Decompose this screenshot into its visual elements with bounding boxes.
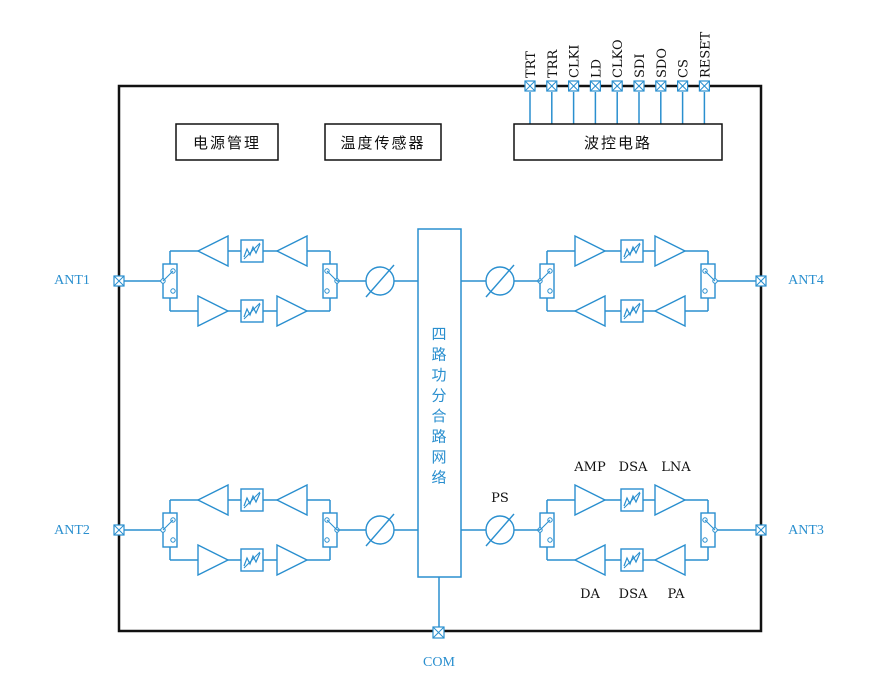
- amplifier-icon: [653, 294, 686, 328]
- switch-icon: [160, 512, 178, 548]
- combiner-char: 分: [431, 387, 446, 405]
- pa-annotation: PA: [668, 587, 686, 602]
- ant3-label: ANT3: [788, 523, 824, 538]
- attenuator-icon: [620, 299, 644, 323]
- switch-icon: [700, 512, 718, 548]
- lna-annotation: LNA: [661, 460, 691, 475]
- phase-shifter-icon: [485, 513, 515, 547]
- pin-label-clki: CLKI: [568, 45, 583, 78]
- attenuator-icon: [620, 488, 644, 512]
- pin-label-sdo: SDO: [655, 48, 670, 78]
- temperature-sensor-label: 温度传感器: [340, 134, 425, 152]
- pin-x-icon: [633, 80, 645, 92]
- dsa-top-annotation: DSA: [619, 460, 648, 475]
- temperature-sensor-block: [324, 123, 442, 161]
- combiner-char: 络: [431, 469, 446, 487]
- pin-x-icon: [524, 80, 536, 92]
- amplifier-icon: [654, 234, 687, 268]
- antenna-port-icon: [755, 275, 767, 287]
- attenuator-icon: [240, 488, 264, 512]
- combiner-char: 合: [431, 407, 446, 425]
- com-pin-icon: [432, 626, 445, 639]
- amplifier-icon: [654, 483, 687, 517]
- pin-label-ld: LD: [589, 59, 604, 78]
- amplifier-icon: [197, 543, 230, 577]
- amplifier-icon: [197, 294, 230, 328]
- tr-channels: [113, 234, 767, 577]
- combiner-char: 路: [431, 428, 446, 446]
- switch-icon: [322, 512, 340, 548]
- ant2-label: ANT2: [54, 523, 90, 538]
- switch-icon: [160, 263, 178, 299]
- switch-icon: [700, 263, 718, 299]
- pin-label-trt: TRT: [524, 51, 539, 78]
- antenna-port-icon: [113, 524, 125, 536]
- antenna-port-icon: [755, 524, 767, 536]
- switch-icon: [537, 512, 555, 548]
- amplifier-icon: [275, 483, 308, 517]
- pin-x-icon: [698, 80, 711, 92]
- antenna-port-icon: [113, 275, 125, 287]
- beam-control-label: 波控电路: [584, 134, 652, 152]
- channel-ant2: [113, 483, 418, 577]
- pin-label-sdi: SDI: [633, 54, 648, 78]
- channel-ant1: [113, 234, 418, 328]
- pin-label-clko: CLKO: [611, 39, 626, 78]
- amplifier-icon: [196, 234, 229, 268]
- amplifier-icon: [573, 543, 606, 577]
- beam-control-block: [513, 123, 723, 161]
- power-management-label: 电源管理: [193, 134, 261, 152]
- channel-ant4: [461, 234, 767, 328]
- ant4-label: ANT4: [788, 273, 824, 288]
- ps-annotation: PS: [491, 491, 509, 506]
- pin-label-trr: TRR: [546, 49, 561, 78]
- combiner-char: 网: [431, 448, 446, 466]
- pin-label-reset: RESET: [698, 31, 713, 78]
- amplifier-icon: [276, 294, 309, 328]
- pin-x-icon: [655, 80, 667, 92]
- channel-ant3: [461, 483, 767, 577]
- control-pins: TRT TRR CLKI LD CLKO SDI SDO CS RESET: [524, 31, 713, 124]
- amplifier-icon: [574, 483, 607, 517]
- amplifier-icon: [276, 543, 309, 577]
- pin-x-icon: [676, 80, 689, 92]
- phase-shifter-icon: [365, 264, 395, 298]
- switch-icon: [537, 263, 555, 299]
- attenuator-icon: [240, 299, 264, 323]
- combiner-char: 路: [431, 346, 446, 364]
- combiner-char: 功: [431, 366, 446, 384]
- amplifier-icon: [196, 483, 229, 517]
- attenuator-icon: [240, 548, 264, 572]
- combiner-char: 四: [431, 325, 446, 343]
- switch-icon: [322, 263, 340, 299]
- pin-x-icon: [611, 80, 623, 92]
- amplifier-icon: [573, 294, 606, 328]
- attenuator-icon: [240, 239, 264, 263]
- amplifier-icon: [275, 234, 308, 268]
- phase-shifter-icon: [365, 513, 395, 547]
- pin-x-icon: [589, 80, 602, 92]
- attenuator-icon: [620, 548, 644, 572]
- amp-annotation: AMP: [573, 460, 606, 475]
- pin-label-cs: CS: [677, 59, 692, 78]
- ant1-label: ANT1: [54, 273, 90, 288]
- amplifier-icon: [574, 234, 607, 268]
- dsa-bottom-annotation: DSA: [619, 587, 648, 602]
- com-label: COM: [423, 655, 455, 670]
- amplifier-icon: [653, 543, 686, 577]
- da-annotation: DA: [580, 587, 600, 602]
- pin-x-icon: [567, 80, 580, 92]
- power-management-block: [175, 123, 279, 161]
- attenuator-icon: [620, 239, 644, 263]
- four-way-combiner-block: [417, 228, 462, 578]
- phase-shifter-icon: [485, 264, 515, 298]
- pin-x-icon: [546, 80, 558, 92]
